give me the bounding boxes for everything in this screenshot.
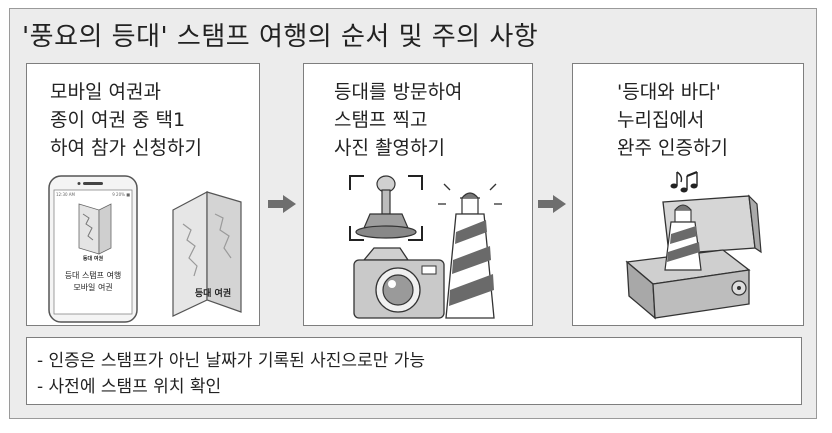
arrow-right-icon bbox=[268, 195, 296, 213]
step-1-text: 모바일 여권과 종이 여권 중 택1 하여 참가 신청하기 bbox=[50, 78, 282, 162]
step-2-line-3: 사진 촬영하기 bbox=[334, 137, 445, 159]
music-box-illustration bbox=[625, 170, 762, 320]
step-1-panel: 모바일 여권과 종이 여권 중 택1 하여 참가 신청하기 12:30 AM 9… bbox=[26, 63, 260, 326]
focus-frame-icon bbox=[349, 175, 423, 241]
step-1-line-2: 종이 여권 중 택1 bbox=[50, 109, 186, 131]
camera-icon bbox=[353, 247, 445, 319]
mobile-phone-icon: 12:30 AM 9 20% ■ 등대 여권 등대 스탬프 여행 모바일 여권 bbox=[48, 175, 138, 323]
note-1: - 인증은 스탬프가 아닌 날짜가 기록된 사진으로만 가능 bbox=[37, 351, 426, 371]
step-2-panel: 등대를 방문하여 스탬프 찍고 사진 촬영하기 bbox=[303, 63, 533, 326]
step-2-line-2: 스탬프 찍고 bbox=[334, 109, 428, 131]
phone-battery: 9 20% ■ bbox=[112, 192, 130, 197]
music-notes-icon bbox=[670, 170, 698, 193]
phone-time: 12:30 AM bbox=[56, 192, 76, 197]
lighthouse-icon bbox=[664, 204, 702, 271]
step-3-line-2: 누리집에서 bbox=[617, 109, 705, 131]
step-3-line-1: '등대와 바다' bbox=[617, 81, 721, 103]
step-1-line-1: 모바일 여권과 bbox=[50, 81, 161, 103]
step-3-panel: '등대와 바다' 누리집에서 완주 인증하기 bbox=[572, 63, 804, 326]
step-1-line-3: 하여 참가 신청하기 bbox=[50, 137, 202, 159]
lighthouse-icon bbox=[438, 183, 502, 319]
paper-passport-label: 등대 여권 bbox=[195, 287, 231, 299]
phone-label-line-1: 등대 스탬프 여행 bbox=[65, 270, 122, 280]
stamp-camera-illustration bbox=[349, 175, 502, 319]
diagram-title: '풍요의 등대' 스탬프 여행의 순서 및 주의 사항 bbox=[22, 22, 539, 52]
paper-passport-icon: 등대 여권 bbox=[172, 191, 242, 317]
arrow-right-icon bbox=[538, 195, 566, 213]
step-2-line-1: 등대를 방문하여 bbox=[334, 81, 463, 103]
phone-passport-label: 등대 여권 bbox=[83, 255, 104, 262]
stamp-icon bbox=[355, 175, 417, 239]
passport-illustration: 12:30 AM 9 20% ■ 등대 여권 등대 스탬프 여행 모바일 여권 … bbox=[48, 175, 242, 323]
step-2-text: 등대를 방문하여 스탬프 찍고 사진 촬영하기 bbox=[334, 78, 562, 162]
notes-box: - 인증은 스탬프가 아닌 날짜가 기록된 사진으로만 가능 - 사전에 스탬프… bbox=[26, 337, 802, 405]
step-3-line-3: 완주 인증하기 bbox=[617, 137, 728, 159]
note-2: - 사전에 스탬프 위치 확인 bbox=[37, 377, 222, 397]
phone-label-line-2: 모바일 여권 bbox=[73, 282, 112, 292]
step-3-text: '등대와 바다' 누리집에서 완주 인증하기 bbox=[617, 78, 832, 162]
